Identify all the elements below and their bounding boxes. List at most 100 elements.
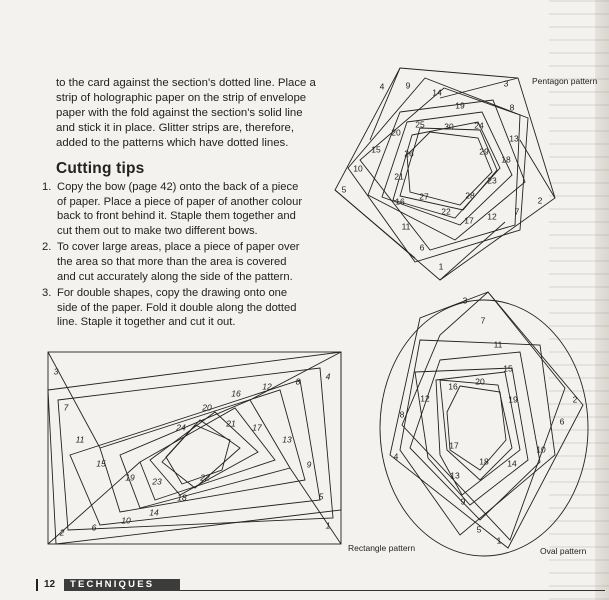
rectangle-label: 22 (199, 472, 210, 482)
pentagon-label: 17 (464, 215, 474, 225)
pentagon-inner (406, 131, 493, 206)
rectangle-label: 24 (175, 422, 186, 432)
rectangle-layer (69, 379, 321, 526)
rectangle-label: 6 (92, 522, 97, 532)
oval-label: 20 (475, 376, 485, 386)
rectangle-label: 5 (319, 491, 324, 501)
rectangle-layer (99, 389, 306, 513)
oval-layer (414, 367, 529, 506)
rectangle-label: 9 (307, 459, 312, 469)
oval-label: 8 (400, 409, 405, 419)
tip-line: back to front behind it. Staple them tog… (57, 210, 296, 223)
tip-item: 3. For double shapes, copy the drawing o… (42, 286, 322, 330)
rectangle-label: 20 (201, 402, 212, 412)
oval-label: 4 (394, 451, 399, 461)
rectangle-spoke (289, 467, 342, 545)
oval-label: 15 (503, 363, 513, 373)
oval-label: 9 (461, 496, 466, 506)
rectangle-label: 16 (231, 388, 241, 398)
oval-layer (399, 339, 556, 536)
rectangle-label: 14 (149, 507, 159, 517)
pentagon-label: 23 (487, 175, 497, 185)
tip-line: To cover large areas, place a piece of p… (57, 241, 300, 254)
intro-line: strip of holographic paper on the strip … (56, 92, 307, 104)
rectangle-label: 17 (252, 422, 262, 432)
pentagon-spoke (439, 77, 519, 99)
rectangle-layer (57, 367, 334, 531)
pentagon-label: 1 (439, 261, 444, 271)
pentagon-label: 28 (465, 190, 475, 200)
rectangle-layer (139, 407, 276, 501)
pentagon-label: 10 (353, 163, 363, 173)
oval-pattern-caption: Oval pattern (540, 546, 587, 556)
pentagon-label: 9 (406, 80, 411, 90)
pentagon-label: 30 (444, 121, 454, 131)
rectangle-pattern-caption: Rectangle pattern (348, 543, 416, 553)
oval-label: 13 (450, 470, 460, 480)
pentagon-layer (367, 99, 526, 241)
pentagon-label: 8 (510, 102, 515, 112)
oval-label: 1 (497, 535, 502, 545)
page-number: 12 (36, 579, 55, 591)
pentagon-label: 20 (391, 127, 401, 137)
pentagon-label: 4 (380, 81, 385, 91)
oval-label: 16 (448, 381, 458, 391)
rectangle-label: 15 (96, 458, 106, 468)
rectangle-label: 7 (64, 402, 69, 412)
pentagon-label: 7 (515, 206, 520, 216)
pentagon-layer (399, 127, 498, 211)
tip-line: and cut accurately along the side of the… (57, 270, 293, 283)
intro-line: to the card against the section's dotted… (56, 77, 316, 89)
oval-label: 6 (560, 416, 565, 426)
rectangle-label: 13 (282, 434, 292, 444)
pentagon-label: 11 (402, 221, 411, 231)
rectangle-label: 11 (76, 434, 85, 444)
rectangle-spoke (249, 351, 342, 401)
oval-label: 18 (479, 456, 489, 466)
rectangle-label: 3 (54, 366, 59, 376)
rectangle-label: 4 (326, 371, 331, 381)
rectangle-label: 19 (125, 472, 135, 482)
pentagon-label: 19 (455, 100, 465, 110)
tip-number: 3. (42, 287, 52, 300)
pentagon-label: 2 (538, 195, 543, 205)
intro-line: added to the patterns which have dotted … (56, 137, 289, 149)
pentagon-outline (334, 67, 556, 281)
oval-label: 7 (481, 315, 486, 325)
rectangle-spoke (47, 461, 141, 545)
pentagon-label: 21 (394, 171, 404, 181)
oval-outline (379, 299, 589, 557)
rectangle-spoke (47, 351, 101, 449)
oval-label: 3 (463, 295, 468, 305)
oval-layer (439, 379, 513, 481)
tip-number: 1. (42, 181, 52, 193)
oval-inner (446, 385, 507, 471)
oval-layer (409, 351, 541, 521)
facing-page-bleed (549, 0, 609, 600)
oval-label: 5 (477, 524, 482, 534)
rectangle-label: 12 (262, 381, 272, 391)
tip-line: of paper. Place a piece of paper of anot… (57, 195, 303, 208)
rectangle-label: 8 (296, 376, 301, 386)
pentagon-layer (359, 87, 521, 251)
pentagon-label: 12 (487, 211, 497, 221)
intro-paragraph: to the card against the section's dotted… (56, 76, 326, 151)
pentagon-label: 24 (474, 120, 484, 130)
pentagon-label: 3 (504, 78, 509, 88)
oval-label: 11 (494, 339, 503, 349)
tip-line: Copy the bow (page 42) onto the back of … (57, 181, 299, 193)
pentagon-label: 18 (501, 154, 511, 164)
pentagon-label: 16 (395, 196, 405, 206)
oval-label: 17 (449, 440, 459, 450)
oval-label: 2 (573, 394, 578, 404)
tip-line: line. Staple it together and cut it out. (57, 316, 236, 329)
pentagon-label: 26 (404, 148, 414, 158)
pentagon-label: 14 (432, 87, 442, 97)
pentagon-label: 27 (419, 191, 429, 201)
tip-item: 1. Copy the bow (page 42) onto the back … (42, 180, 322, 238)
pentagon-pattern-caption: Pentagon pattern (532, 76, 598, 86)
tip-line: side of the paper. Fold it double along … (57, 301, 297, 314)
